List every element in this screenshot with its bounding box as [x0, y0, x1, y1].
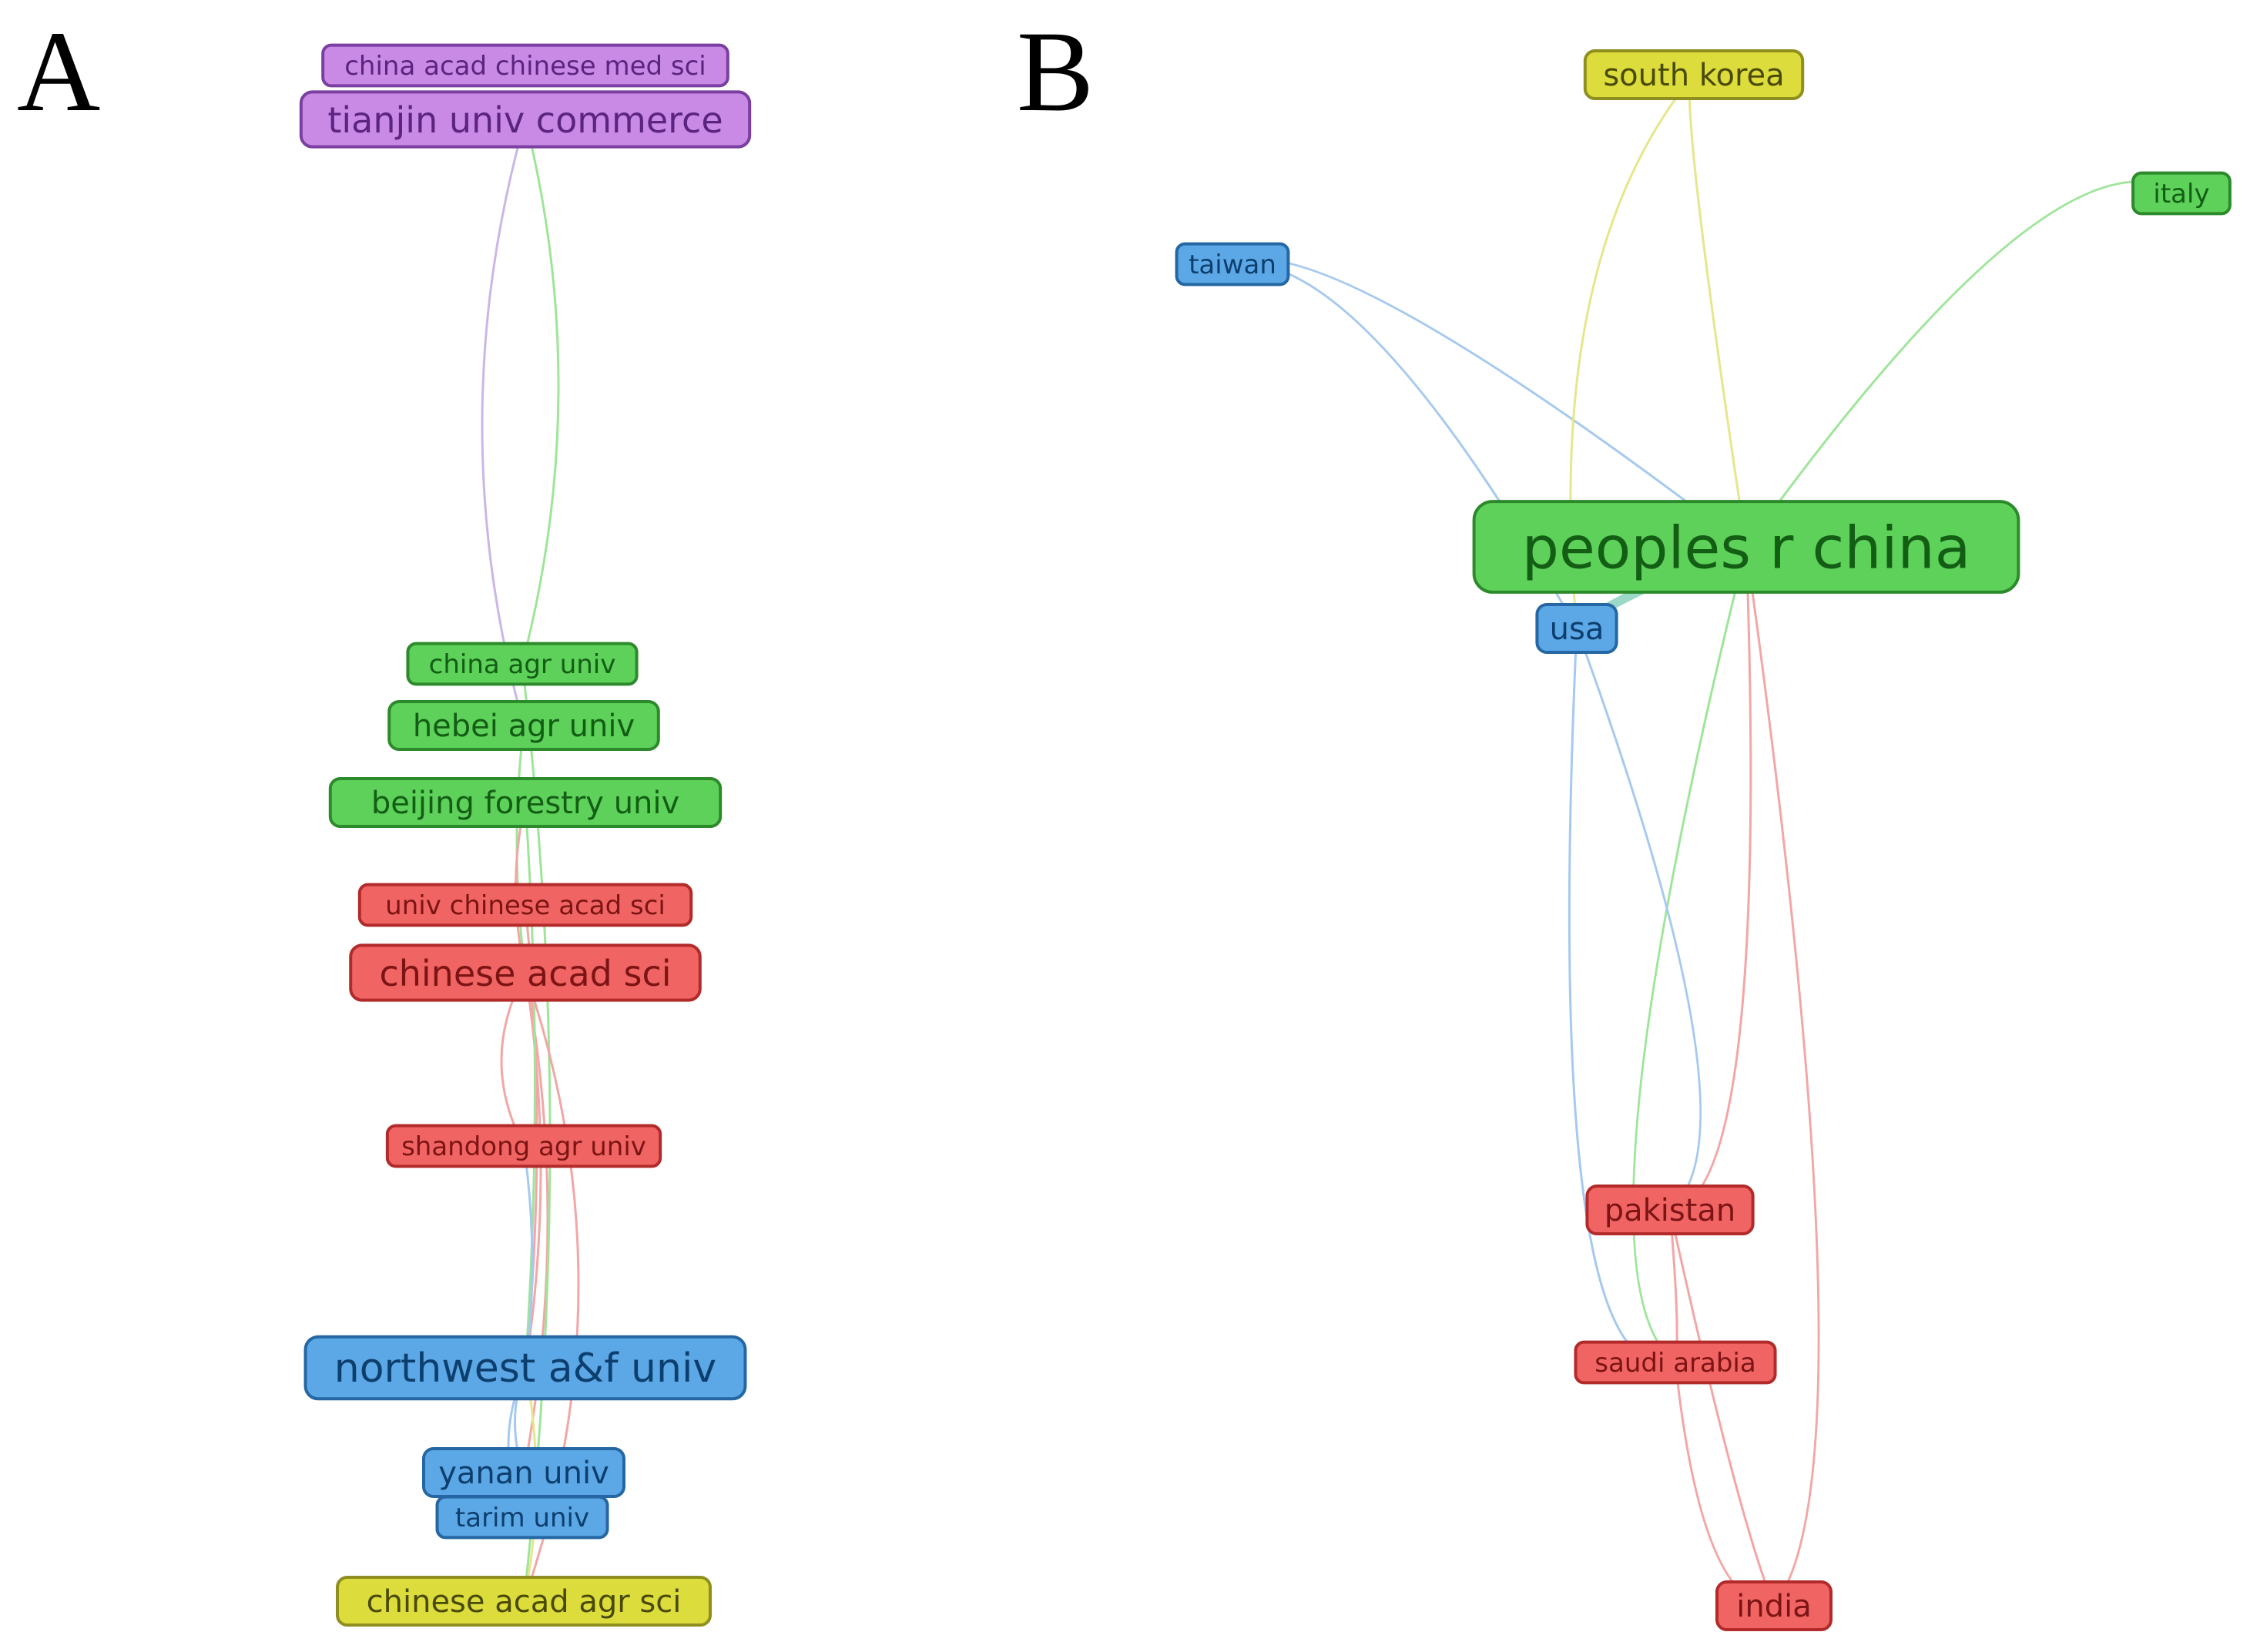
b-node-box — [1583, 49, 1805, 100]
a-node-box — [321, 43, 729, 88]
a-node-label: china acad chinese med sci — [344, 51, 706, 82]
a-node-cas: chinese acad sci — [349, 943, 702, 1002]
b-node-box — [1715, 1580, 1833, 1631]
a-node-sdau: shandong agr univ — [385, 1124, 662, 1168]
b-link-china-italy — [1745, 180, 2182, 548]
a-node-box — [385, 1124, 662, 1168]
a-link-tjuc-hbau — [481, 119, 527, 726]
b-node-label: peoples r china — [1522, 514, 1971, 582]
panel-b-nodes: south korea italy taiwan peoples r china usa… — [1175, 49, 2232, 1631]
b-node-label: usa — [1550, 612, 1605, 647]
b-link-china-skorea — [1688, 73, 1748, 548]
b-node-box — [1585, 1185, 1755, 1235]
b-node-india: india — [1715, 1580, 1833, 1631]
b-node-box — [1574, 1340, 1777, 1385]
b-node-label: taiwan — [1189, 250, 1276, 280]
a-node-label: china agr univ — [429, 649, 616, 680]
a-node-box — [336, 1576, 712, 1627]
b-node-saudi: saudi arabia — [1574, 1340, 1777, 1385]
b-node-usa: usa — [1535, 603, 1618, 654]
b-node-skorea: south korea — [1583, 49, 1805, 100]
b-node-pakistan: pakistan — [1585, 1185, 1755, 1235]
a-node-box — [357, 883, 693, 927]
panel-b-label: B — [1017, 8, 1095, 136]
a-node-tarim: tarim univ — [435, 1495, 609, 1540]
b-node-label: south korea — [1603, 58, 1784, 93]
a-node-yanan: yanan univ — [422, 1447, 625, 1498]
b-node-label: pakistan — [1605, 1193, 1736, 1228]
a-node-tjuc: tianjin univ commerce — [299, 90, 752, 149]
a-node-label: beijing forestry univ — [371, 786, 679, 821]
panel-a-nodes: china acad chinese med sci tianjin univ c… — [299, 43, 752, 1627]
a-node-ucas: univ chinese acad sci — [357, 883, 693, 927]
b-link-usa-saudi — [1568, 628, 1676, 1365]
b-node-label: italy — [2153, 179, 2209, 209]
b-node-box — [2131, 171, 2232, 216]
b-node-box — [1472, 500, 2020, 594]
a-node-bfu: beijing forestry univ — [328, 777, 723, 828]
a-node-label: yanan univ — [438, 1456, 609, 1491]
a-node-box — [387, 700, 660, 751]
a-node-box — [406, 642, 639, 686]
a-node-hbau: hebei agr univ — [387, 700, 660, 751]
a-node-label: chinese acad agr sci — [367, 1584, 682, 1620]
b-node-box — [1175, 242, 1290, 287]
b-link-china-saudi — [1631, 546, 1748, 1364]
a-link-cas-nwafu — [524, 972, 542, 1369]
a-node-label: tianjin univ commerce — [327, 99, 723, 141]
a-node-label: chinese acad sci — [379, 953, 671, 994]
a-node-label: univ chinese acad sci — [385, 890, 666, 921]
a-link-tjuc-cau — [521, 119, 560, 665]
a-node-box — [435, 1495, 609, 1540]
b-node-taiwan: taiwan — [1175, 242, 1290, 287]
a-node-label: northwest a&f univ — [334, 1345, 716, 1392]
b-link-china-pakistan — [1669, 546, 1752, 1211]
b-node-italy: italy — [2131, 171, 2232, 216]
a-node-nwafu: northwest a&f univ — [303, 1335, 747, 1401]
b-link-saudi-india — [1674, 1362, 1775, 1607]
b-node-label: saudi arabia — [1594, 1348, 1755, 1379]
b-link-usa-pakistan — [1575, 628, 1702, 1211]
b-link-pakistan-india — [1668, 1209, 1776, 1607]
a-link-cas-yanan — [522, 972, 549, 1473]
a-node-label: shandong agr univ — [401, 1131, 646, 1162]
a-node-box — [349, 943, 702, 1002]
a-node-box — [299, 90, 752, 149]
a-node-cau: china agr univ — [406, 642, 639, 686]
a-node-box — [328, 777, 723, 828]
a-node-caas: chinese acad agr sci — [336, 1576, 712, 1627]
a-node-box — [303, 1335, 747, 1401]
a-node-label: hebei agr univ — [413, 709, 635, 744]
panel-a-label: A — [17, 8, 101, 136]
a-node-cacms: china acad chinese med sci — [321, 43, 729, 88]
b-node-box — [1535, 603, 1618, 654]
b-link-china-india — [1745, 546, 1820, 1607]
b-node-label: india — [1736, 1589, 1811, 1624]
a-node-label: tarim univ — [455, 1503, 589, 1533]
b-node-china: peoples r china — [1472, 500, 2020, 594]
